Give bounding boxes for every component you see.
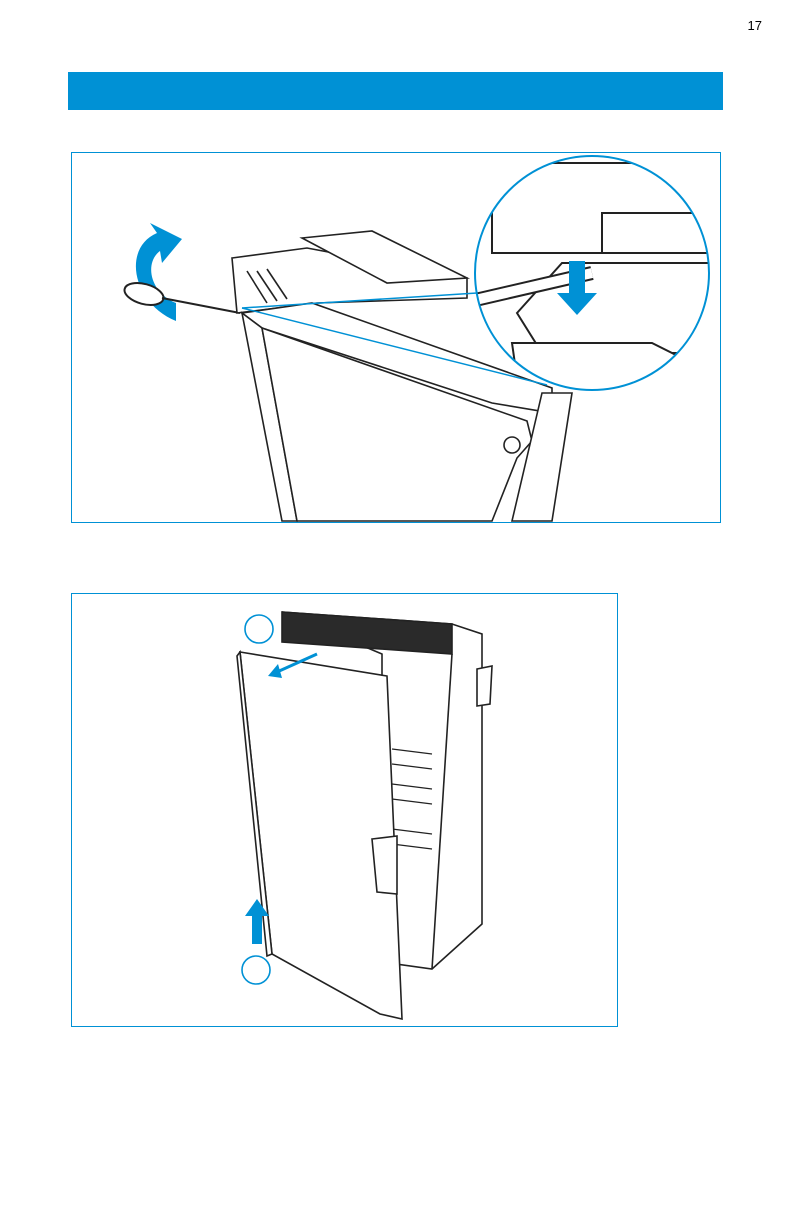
page-number: 17 xyxy=(748,18,762,33)
rotate-arrow-icon xyxy=(136,223,182,321)
section-header-band xyxy=(68,72,723,110)
illustration-door-removal xyxy=(72,594,617,1026)
callout-2 xyxy=(242,956,270,984)
figure-remove-grille xyxy=(71,152,721,523)
callout-1 xyxy=(245,615,273,643)
screwdriver-icon xyxy=(122,279,240,313)
figure-remove-door xyxy=(71,593,618,1027)
illustration-grille-removal xyxy=(72,153,720,522)
